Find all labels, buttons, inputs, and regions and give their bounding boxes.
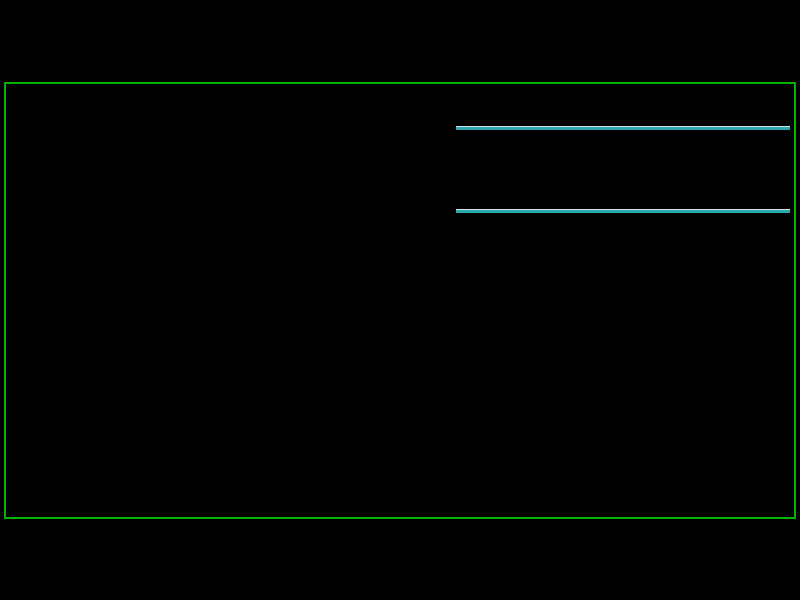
top-divider-line: [456, 126, 790, 130]
content-frame: [4, 82, 796, 519]
bottom-divider-line: [456, 209, 790, 213]
